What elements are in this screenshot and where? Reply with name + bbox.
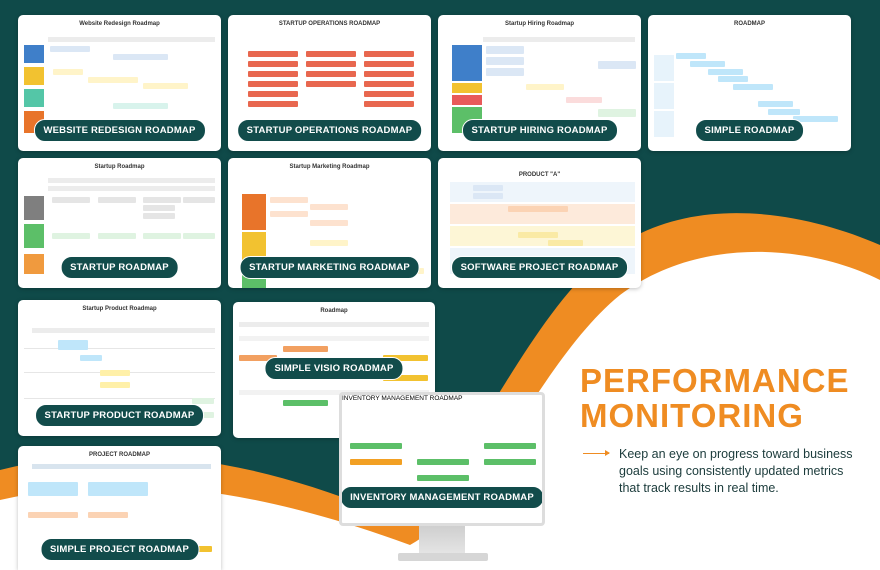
card-caption: INVENTORY MANAGEMENT ROADMAP bbox=[342, 486, 542, 509]
card-title: Website Redesign Roadmap bbox=[79, 21, 160, 27]
card-caption: STARTUP PRODUCT ROADMAP bbox=[34, 404, 205, 427]
card-title: Roadmap bbox=[320, 308, 348, 314]
card-title: Startup Roadmap bbox=[94, 164, 145, 170]
template-card-startup-marketing[interactable]: Startup Marketing Roadmap STARTUP MARKET… bbox=[228, 158, 431, 288]
hero-title-line2: MONITORING bbox=[580, 397, 804, 434]
card-title: STARTUP OPERATIONS ROADMAP bbox=[278, 21, 381, 27]
card-title: INVENTORY MANAGEMENT ROADMAP bbox=[342, 395, 463, 402]
card-title: ROADMAP bbox=[734, 21, 765, 27]
card-caption: STARTUP MARKETING ROADMAP bbox=[239, 256, 420, 279]
arrow-right-icon bbox=[583, 450, 610, 456]
template-card-startup-operations[interactable]: STARTUP OPERATIONS ROADMAP STARTUP OPERA… bbox=[228, 15, 431, 151]
card-title: Startup Marketing Roadmap bbox=[289, 164, 370, 170]
card-caption: SIMPLE VISIO ROADMAP bbox=[264, 357, 404, 380]
card-title: Startup Product Roadmap bbox=[82, 306, 157, 312]
card-caption: WEBSITE REDESIGN ROADMAP bbox=[33, 119, 206, 142]
monitor-base bbox=[398, 553, 488, 561]
template-card-startup-product[interactable]: Startup Product Roadmap STARTUP PRODUCT … bbox=[18, 300, 221, 436]
template-card-simple-project[interactable]: PROJECT ROADMAP SIMPLE PROJECT ROADMAP bbox=[18, 446, 221, 570]
card-caption: SIMPLE ROADMAP bbox=[694, 119, 805, 142]
template-card-simple-roadmap[interactable]: ROADMAP SIMPLE ROADMAP bbox=[648, 15, 851, 151]
monitor-stand bbox=[419, 526, 465, 556]
card-title: Startup Hiring Roadmap bbox=[504, 21, 574, 27]
card-caption: STARTUP OPERATIONS ROADMAP bbox=[236, 119, 423, 142]
card-title: PRODUCT "A" bbox=[518, 172, 561, 178]
card-caption: STARTUP HIRING ROADMAP bbox=[461, 119, 618, 142]
template-card-inventory-management[interactable]: INVENTORY MANAGEMENT ROADMAP INVENTORY M… bbox=[339, 392, 545, 526]
hero-description: Keep an eye on progress toward business … bbox=[619, 447, 853, 495]
card-caption: STARTUP ROADMAP bbox=[60, 256, 179, 279]
card-caption: SIMPLE PROJECT ROADMAP bbox=[40, 538, 199, 561]
template-card-startup-roadmap[interactable]: Startup Roadmap STARTUP ROADMAP bbox=[18, 158, 221, 288]
template-card-software-project[interactable]: PRODUCT "A" SOFTWARE PROJECT ROADMAP bbox=[438, 158, 641, 288]
hero-title: PERFORMANCE MONITORING bbox=[580, 363, 850, 433]
template-card-startup-hiring[interactable]: Startup Hiring Roadmap STARTUP HIRING RO… bbox=[438, 15, 641, 151]
hero-title-line1: PERFORMANCE bbox=[580, 362, 850, 399]
card-title: PROJECT ROADMAP bbox=[88, 452, 150, 458]
card-caption: SOFTWARE PROJECT ROADMAP bbox=[450, 256, 629, 279]
template-card-website-redesign[interactable]: Website Redesign Roadmap WEBSITE REDESIG… bbox=[18, 15, 221, 151]
